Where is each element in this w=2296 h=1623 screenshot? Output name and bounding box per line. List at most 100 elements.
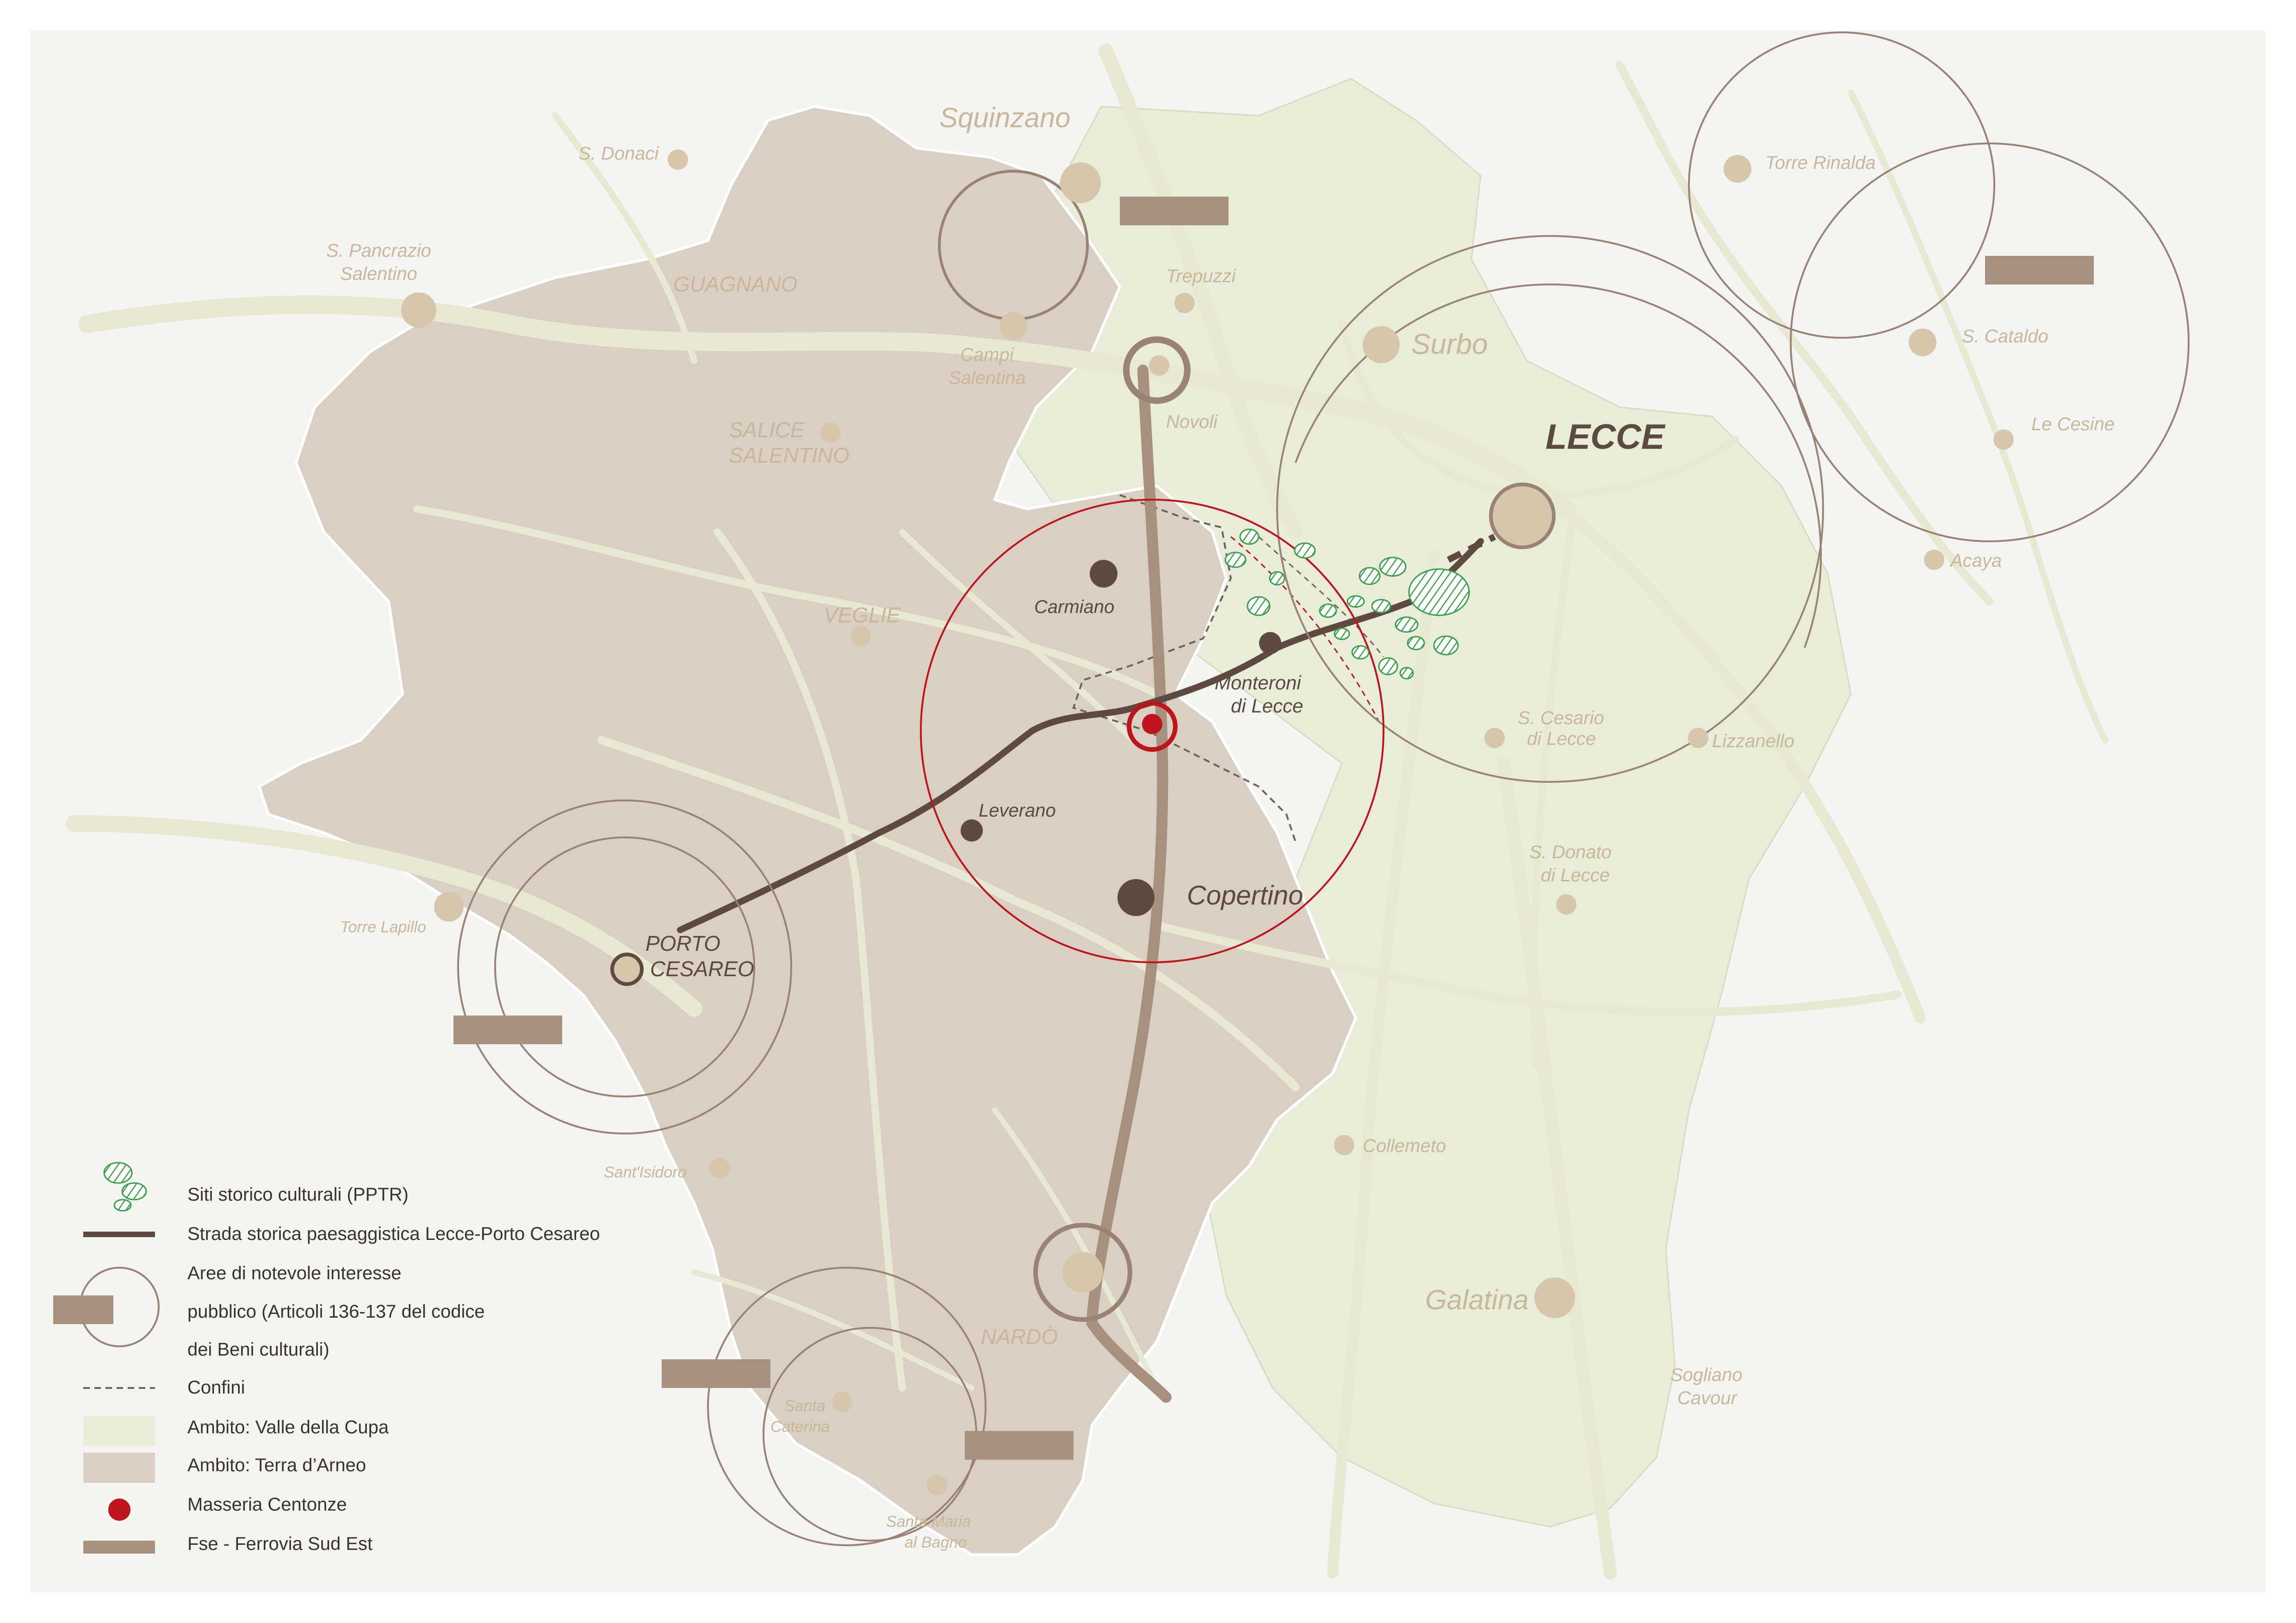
legend-valle-label: Ambito: Valle della Cupa [187,1417,389,1437]
legend-pptr-label: Siti storico culturali (PPTR) [187,1184,409,1205]
town-dot-s-pancrazio [401,292,436,328]
label-s-cesario-2: di Lecce [1527,729,1596,749]
label-sogliano-2: Cavour [1677,1388,1738,1408]
label-santa-maria-1: Santa Maria [886,1513,971,1530]
label-torre-rinalda: Torre Rinalda [1765,153,1876,173]
label-carmiano: Carmiano [1034,597,1114,617]
label-sogliano-1: Sogliano [1670,1365,1743,1385]
label-s-donaci: S. Donaci [578,143,659,164]
label-surbo: Surbo [1411,328,1488,360]
legend-aree-label-3: dei Beni culturali) [187,1339,329,1360]
town-dot-le-cesine [1993,429,2014,450]
label-sant-isidoro: Sant'Isidoro [604,1164,686,1181]
town-dot-campi [999,312,1027,340]
label-lizzanello: Lizzanello [1712,731,1794,751]
legend-terra-swatch [83,1453,155,1483]
label-leverano: Leverano [979,800,1056,821]
legend-fse-label: Fse - Ferrovia Sud Est [187,1534,372,1554]
label-acaya: Acaya [1949,551,2002,571]
label-salice-2: SALENTINO [729,443,850,467]
legend-pptr-symbol [103,1162,147,1212]
town-dots-light [401,149,2014,1495]
town-dots-dark [961,560,1281,916]
protected-area-rings [457,31,2190,1546]
label-trepuzzi: Trepuzzi [1166,266,1236,286]
town-dot-veglie [850,626,871,646]
label-campi-1: Campi [960,345,1014,365]
legend-fse-symbol [83,1541,155,1554]
label-s-pancrazio-1: S. Pancrazio [326,241,431,261]
town-dot-nardo [1062,1252,1103,1293]
town-dot-torre-rinalda [1724,155,1751,183]
town-dot-santa-maria [927,1475,947,1495]
legend-aree-label-1: Aree di notevole interesse [187,1263,402,1283]
legend-masseria-symbol [108,1499,130,1521]
fse-station-bars [453,197,2094,1460]
label-squinzano: Squinzano [939,102,1071,133]
label-porto-1: PORTO [645,931,720,955]
town-dot-lecce [1489,483,1556,549]
label-monteroni-2: di Lecce [1231,695,1303,717]
label-collemeto: Collemeto [1363,1136,1446,1156]
town-dot-galatina [1534,1277,1575,1318]
town-dot-copertino [1117,879,1154,916]
label-porto-2: CESAREO [650,957,754,981]
legend-aree-fse-bar [53,1295,113,1324]
town-dot-collemeto [1334,1135,1354,1155]
label-le-cesine: Le Cesine [2031,414,2115,434]
town-dot-sant-isidoro [709,1158,730,1178]
label-nardo: NARDÒ [981,1325,1058,1349]
masseria-buffer-ring [920,499,1384,963]
place-labels: Squinzano S. Donaci S. Pancrazio Salenti… [326,102,2115,1551]
ferrovia-sud-est [1086,365,1172,1403]
pptr-sites [1224,528,1470,680]
town-dot-porto-cesareo [610,953,644,986]
buffer-dashed-line [1230,536,1380,722]
label-santa-maria-2: al Bagno [905,1534,967,1551]
label-novoli: Novoli [1166,412,1218,432]
town-dot-s-donaci [668,149,688,170]
legend-valle-swatch [83,1416,155,1446]
label-monteroni-1: Monteroni [1215,672,1302,694]
town-dot-s-donato [1556,894,1576,915]
label-s-donato-1: S. Donato [1529,842,1612,862]
masseria-inner-ring [1127,701,1178,752]
town-dot-s-cataldo [1909,328,1936,356]
town-dot-lizzanello [1688,728,1708,748]
buffer-dashed-line-2 [1258,536,1384,657]
label-santa-caterina-2: Caterina [770,1418,830,1436]
town-dot-squinzano [1060,162,1101,203]
legend-aree-label-2: pubblico (Articoli 136-137 del codice [187,1301,485,1322]
masseria-centonze-marker [1142,714,1162,734]
label-santa-caterina-1: Santa [784,1397,825,1415]
legend: Siti storico culturali (PPTR) Strada sto… [53,1162,600,1554]
label-s-pancrazio-2: Salentino [340,264,417,284]
label-torre-lapillo: Torre Lapillo [340,918,426,936]
town-dot-novoli [1149,355,1169,376]
label-salice-1: SALICE [729,418,805,442]
town-dot-torre-lapillo [434,892,464,922]
town-dot-carmiano [1090,560,1117,588]
municipal-boundary [1072,494,1297,842]
strada-storica-lecce-porto-cesareo [677,538,1484,933]
town-dot-surbo [1363,326,1400,363]
legend-terra-label: Ambito: Terra d’Arneo [187,1455,366,1475]
town-dot-salice [820,422,841,443]
label-s-cataldo: S. Cataldo [1962,326,2048,347]
label-guagnano: GUAGNANO [673,272,797,296]
label-s-cesario-1: S. Cesario [1518,708,1604,728]
town-dot-s-cesario [1484,728,1505,748]
strada-storica-dash [1446,533,1496,563]
town-dot-trepuzzi [1174,293,1195,313]
label-copertino: Copertino [1187,880,1303,911]
terra-arneo-area [257,105,1358,1556]
label-s-donato-2: di Lecce [1541,865,1610,886]
town-dot-santa-caterina [832,1392,852,1412]
legend-masseria-label: Masseria Centonze [187,1494,347,1515]
road-network [66,43,2109,1580]
label-galatina: Galatina [1425,1284,1528,1315]
legend-confini-label: Confini [187,1377,245,1398]
town-dot-monteroni [1259,632,1281,654]
